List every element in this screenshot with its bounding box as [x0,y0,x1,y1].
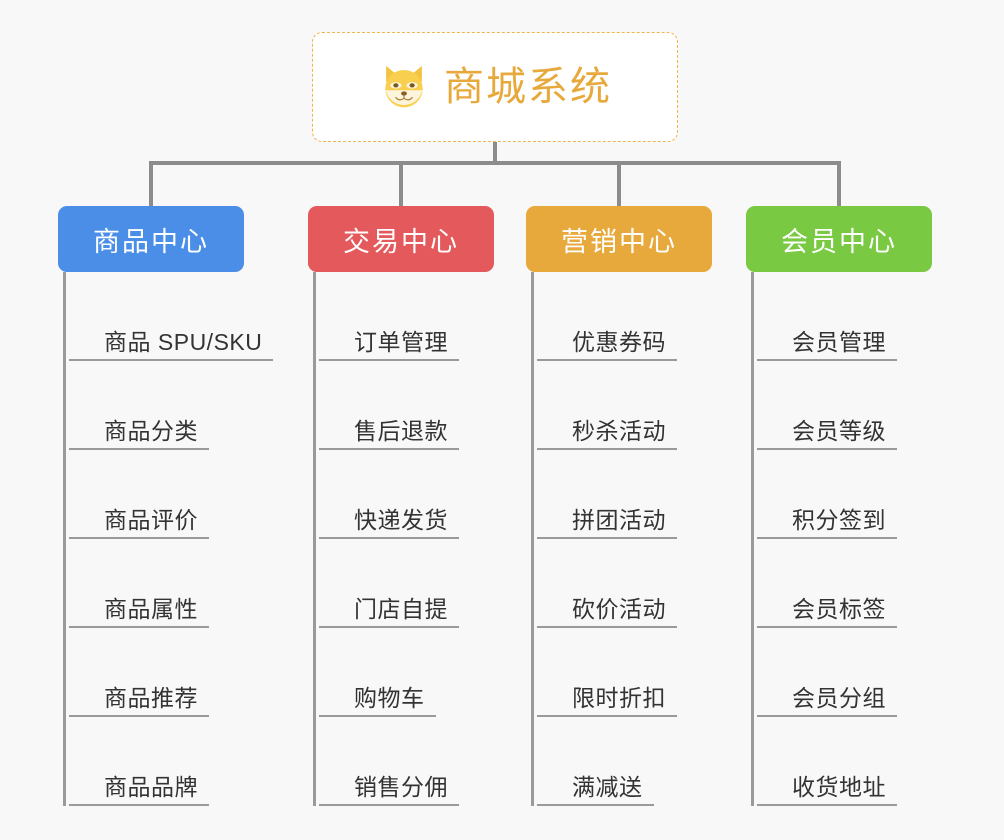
leaf-item[interactable]: 快递发货 [314,450,494,539]
shiba-dog-icon [385,65,423,108]
leaf-underline [757,626,897,628]
leaf-item-label: 会员管理 [792,328,886,355]
branch-4: 会员中心会员管理会员等级积分签到会员标签会员分组收货地址 [746,206,932,806]
leaf-item[interactable]: 会员标签 [752,539,932,628]
leaf-underline [757,448,897,450]
leaf-item[interactable]: 会员分组 [752,628,932,717]
leaf-item-label: 商品 SPU/SKU [104,328,263,355]
connector-stem [493,142,497,164]
root-title: 商城系统 [444,65,612,109]
leaf-item-label: 限时折扣 [572,684,666,711]
branch-items-2: 订单管理售后退款快递发货门店自提购物车销售分佣 [308,272,494,806]
leaf-underline [319,359,459,361]
leaf-underline [69,537,209,539]
leaf-item-label: 会员等级 [792,417,886,444]
leaf-underline [757,804,897,806]
root-node[interactable]: 商城系统 [312,32,678,142]
leaf-item-label: 拼团活动 [572,506,666,533]
leaf-underline [69,715,209,717]
connector-drop-3 [617,161,621,207]
branch-2: 交易中心订单管理售后退款快递发货门店自提购物车销售分佣 [308,206,494,806]
leaf-item-label: 优惠券码 [572,328,666,355]
leaf-underline [757,715,897,717]
branch-items-4: 会员管理会员等级积分签到会员标签会员分组收货地址 [746,272,932,806]
leaf-underline [69,359,273,361]
leaf-underline [69,626,209,628]
branch-trunk-line-1 [63,272,66,806]
leaf-underline [69,804,209,806]
leaf-item-label: 购物车 [354,684,425,711]
leaf-item-label: 售后退款 [354,417,448,444]
leaf-underline [319,804,459,806]
leaf-underline [319,448,459,450]
leaf-item[interactable]: 积分签到 [752,450,932,539]
leaf-item-label: 商品评价 [104,506,198,533]
leaf-item-label: 秒杀活动 [572,417,666,444]
leaf-item[interactable]: 商品推荐 [64,628,244,717]
leaf-item-label: 快递发货 [354,506,448,533]
leaf-item[interactable]: 优惠券码 [532,272,712,361]
connector-bus [149,161,837,165]
branch-header-3[interactable]: 营销中心 [526,206,712,272]
leaf-item[interactable]: 订单管理 [314,272,494,361]
leaf-item-label: 砍价活动 [572,595,666,622]
connector-drop-1 [149,161,153,207]
leaf-underline [537,359,677,361]
branch-trunk-line-3 [531,272,534,806]
leaf-item-label: 商品分类 [104,417,198,444]
leaf-item[interactable]: 会员管理 [752,272,932,361]
branch-header-2[interactable]: 交易中心 [308,206,494,272]
leaf-item-label: 收货地址 [792,773,886,800]
leaf-item[interactable]: 商品品牌 [64,717,244,806]
leaf-item[interactable]: 门店自提 [314,539,494,628]
branch-items-3: 优惠券码秒杀活动拼团活动砍价活动限时折扣满减送 [526,272,712,806]
leaf-underline [757,359,897,361]
leaf-underline [319,715,436,717]
leaf-item-label: 满减送 [572,773,643,800]
leaf-underline [537,715,677,717]
leaf-item[interactable]: 售后退款 [314,361,494,450]
connector-drop-2 [399,161,403,207]
leaf-item[interactable]: 商品分类 [64,361,244,450]
branch-3: 营销中心优惠券码秒杀活动拼团活动砍价活动限时折扣满减送 [526,206,712,806]
leaf-item[interactable]: 秒杀活动 [532,361,712,450]
leaf-item[interactable]: 砍价活动 [532,539,712,628]
leaf-item[interactable]: 购物车 [314,628,494,717]
leaf-item[interactable]: 会员等级 [752,361,932,450]
leaf-item[interactable]: 销售分佣 [314,717,494,806]
leaf-underline [757,537,897,539]
branch-header-4[interactable]: 会员中心 [746,206,932,272]
leaf-item-label: 积分签到 [792,506,886,533]
leaf-item[interactable]: 收货地址 [752,717,932,806]
branch-trunk-line-2 [313,272,316,806]
leaf-item[interactable]: 商品 SPU/SKU [64,272,273,361]
leaf-underline [319,626,459,628]
leaf-item-label: 商品品牌 [104,773,198,800]
leaf-item[interactable]: 限时折扣 [532,628,712,717]
branch-1: 商品中心商品 SPU/SKU 商品分类商品评价商品属性商品推荐商品品牌 [58,206,273,806]
leaf-item-label: 门店自提 [354,595,448,622]
leaf-item[interactable]: 满减送 [532,717,712,806]
leaf-underline [537,537,677,539]
leaf-item-label: 会员分组 [792,684,886,711]
leaf-item[interactable]: 拼团活动 [532,450,712,539]
leaf-item-label: 商品推荐 [104,684,198,711]
branch-items-1: 商品 SPU/SKU 商品分类商品评价商品属性商品推荐商品品牌 [58,272,273,806]
leaf-underline [537,448,677,450]
leaf-underline [319,537,459,539]
leaf-item-label: 会员标签 [792,595,886,622]
leaf-item-label: 订单管理 [354,328,448,355]
leaf-underline [537,626,677,628]
connector-drop-4 [837,161,841,207]
leaf-underline [69,448,209,450]
leaf-item-label: 销售分佣 [354,773,448,800]
branch-trunk-line-4 [751,272,754,806]
leaf-item[interactable]: 商品评价 [64,450,244,539]
leaf-item-label: 商品属性 [104,595,198,622]
leaf-underline [537,804,654,806]
branch-header-1[interactable]: 商品中心 [58,206,244,272]
leaf-item[interactable]: 商品属性 [64,539,244,628]
